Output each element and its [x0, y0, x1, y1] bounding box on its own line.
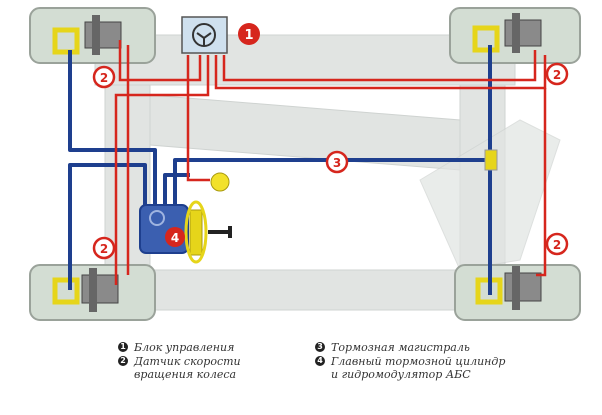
- badge-sensor-front-left: 2: [92, 65, 116, 89]
- legend-item-control-unit: 1 Блок управления: [118, 341, 241, 354]
- legend-item-wheel-sensor: 2 Датчик скорости вращения колеса: [118, 355, 241, 381]
- legend-text-line1: Датчик скорости: [134, 355, 241, 368]
- legend-bullet: 4: [315, 356, 325, 366]
- legend-text: Датчик скорости вращения колеса: [134, 355, 241, 381]
- master-cylinder: [139, 200, 232, 264]
- legend-item-brake-line: 3 Тормозная магистраль: [315, 341, 505, 354]
- badge-sensor-front-right: 2: [545, 62, 569, 86]
- svg-text:4: 4: [171, 231, 179, 245]
- legend-bullet: 2: [118, 356, 128, 366]
- wheel-front-right: [449, 7, 581, 64]
- svg-text:2: 2: [553, 238, 561, 252]
- badge-master-cylinder: 4: [165, 227, 185, 247]
- svg-text:2: 2: [553, 68, 561, 82]
- badge-sensor-rear-left: 2: [92, 236, 116, 260]
- legend-text: Тормозная магистраль: [331, 341, 470, 354]
- svg-text:2: 2: [100, 71, 108, 85]
- brake-tee-connector: [484, 149, 498, 171]
- svg-text:3: 3: [333, 156, 341, 170]
- legend-text-line2: и гидромодулятор АБС: [331, 368, 471, 381]
- wheel-rear-left: [29, 264, 156, 321]
- svg-text:1: 1: [244, 28, 253, 43]
- legend-text: Блок управления: [134, 341, 235, 354]
- badge-sensor-rear-right: 2: [545, 232, 569, 256]
- warning-lamp: [210, 172, 230, 192]
- legend-bullet: 3: [315, 342, 325, 352]
- control-unit: [181, 16, 228, 54]
- wheel-front-left: [29, 7, 156, 64]
- legend-bullet: 1: [118, 342, 128, 352]
- badge-brake-main-line: 3: [325, 150, 349, 174]
- sensor-wires: [114, 40, 547, 285]
- legend-text: Главный тормозной цилиндр и гидромодулят…: [331, 355, 505, 381]
- legend-item-master-cylinder: 4 Главный тормозной цилиндр и гидромодул…: [315, 355, 505, 381]
- legend-left: 1 Блок управления 2 Датчик скорости вращ…: [118, 341, 241, 382]
- legend-text-line2: вращения колеса: [134, 368, 237, 381]
- svg-text:2: 2: [100, 242, 108, 256]
- badge-control-unit: 1: [238, 23, 260, 45]
- abs-layout-diagram: 1 2 2 2 2 3 4: [29, 7, 581, 321]
- legend-right: 3 Тормозная магистраль 4 Главный тормозн…: [315, 341, 505, 382]
- wheel-rear-right: [454, 264, 581, 321]
- legend-text-line1: Главный тормозной цилиндр: [331, 355, 506, 368]
